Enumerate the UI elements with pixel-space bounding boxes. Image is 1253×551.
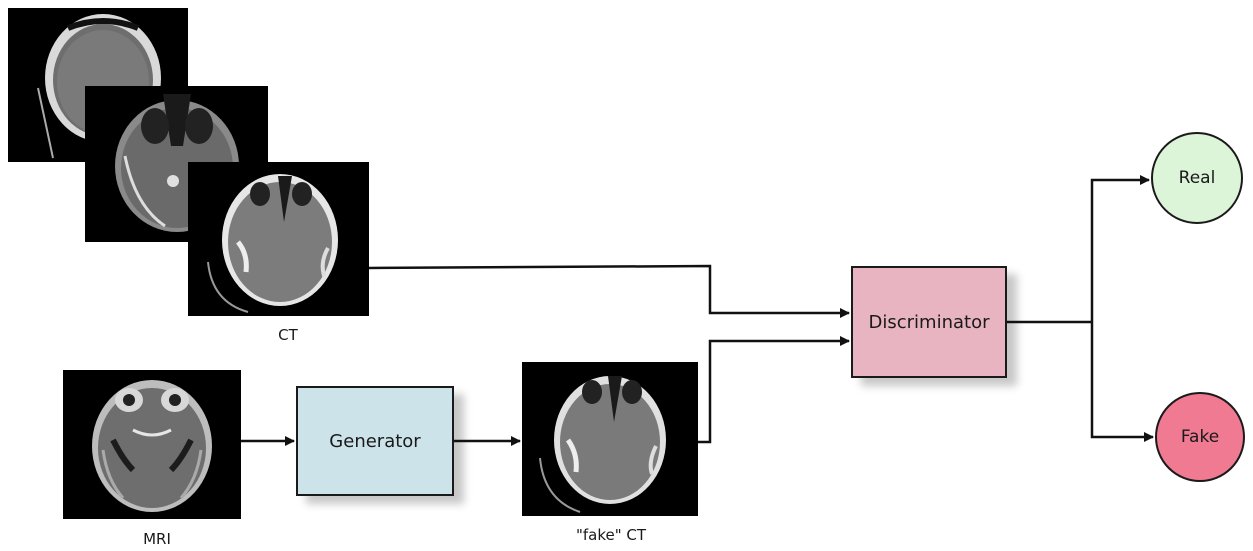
fake-ct-label: "fake" CT: [575, 526, 647, 544]
generator-box: Generator: [296, 386, 454, 496]
ct-scan-image-3: [188, 162, 369, 316]
fake-output-circle: Fake: [1155, 392, 1245, 482]
real-output-circle: Real: [1151, 132, 1243, 224]
generator-label: Generator: [329, 430, 421, 452]
ct-label: CT: [278, 326, 298, 344]
ct-to-discriminator-arrow: [368, 264, 850, 318]
fake-ct-to-discriminator-arrow: [698, 336, 850, 444]
mri-scan-image: [63, 370, 241, 519]
discriminator-label: Discriminator: [868, 311, 990, 333]
to-fake-arrow: [1090, 322, 1154, 442]
real-label: Real: [1178, 168, 1216, 188]
to-real-arrow: [1090, 175, 1150, 322]
mri-label: MRI: [143, 530, 171, 548]
fake-ct-scan-image: [522, 362, 698, 516]
discriminator-box: Discriminator: [851, 266, 1007, 378]
fake-label: Fake: [1180, 427, 1220, 447]
